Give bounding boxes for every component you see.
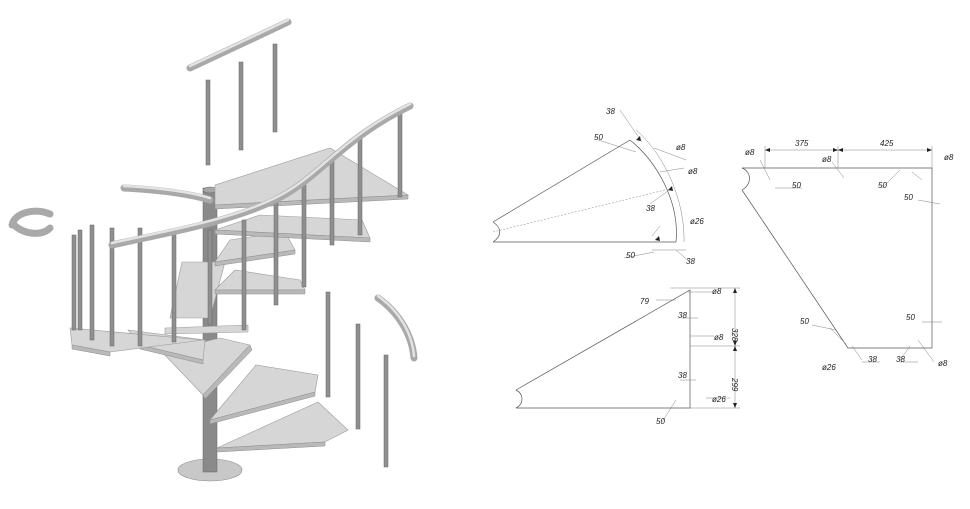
dim-79: 79: [640, 297, 649, 306]
dim-50-lower-right: 50: [906, 313, 915, 322]
dim-d8-bottom: ø8: [938, 359, 948, 368]
dim-50-side: 50: [904, 193, 913, 202]
dim-50-top: 50: [594, 133, 603, 142]
dim-d8-top: ø8: [676, 143, 686, 152]
dim-d26: ø26: [822, 363, 836, 372]
dim-d26: ø26: [690, 217, 704, 226]
handrails: [108, 102, 414, 249]
dim-50-lower-left: 50: [800, 317, 809, 326]
dim-38-a: 38: [868, 355, 877, 364]
dim-d8-mid: ø8: [714, 333, 724, 342]
dim-328: 328: [730, 328, 739, 342]
dim-38-bottom: 38: [686, 257, 695, 266]
dim-d8-left: ø8: [745, 148, 755, 157]
detail-drawing-c: 79 ø8 38 328 ø8 299 38 ø26 50: [515, 287, 740, 426]
dim-50-bottom: 50: [626, 251, 635, 260]
dim-299: 299: [730, 377, 739, 392]
dim-425: 425: [880, 139, 894, 148]
dim-d26: ø26: [712, 395, 726, 404]
dim-50-left: 50: [792, 181, 801, 190]
dim-d8-right: ø8: [944, 153, 954, 162]
detail-drawing-b: ø8 375 425 ø8 ø8 50 50 50 50 50 ø26 38 3…: [741, 139, 954, 372]
dim-d8-center: ø8: [822, 155, 832, 164]
dim-38-top: 38: [606, 107, 615, 116]
detail-drawing-a: 38 50 ø8 ø8 38 ø26 50 38: [492, 107, 704, 266]
dim-375: 375: [795, 139, 809, 148]
exploded-parts: [8, 18, 418, 468]
dim-38-bottom: 38: [678, 371, 687, 380]
dim-38-mid: 38: [646, 204, 655, 213]
dim-50: 50: [656, 417, 665, 426]
dim-38-top: 38: [678, 311, 687, 320]
dim-d8-top: ø8: [712, 287, 722, 296]
staircase-3d-view: [8, 18, 418, 482]
dim-50-right: 50: [878, 181, 887, 190]
tread-7: [214, 269, 306, 291]
dim-d8-mid: ø8: [688, 167, 698, 176]
balusters: [71, 111, 403, 347]
dim-38-b: 38: [896, 355, 905, 364]
